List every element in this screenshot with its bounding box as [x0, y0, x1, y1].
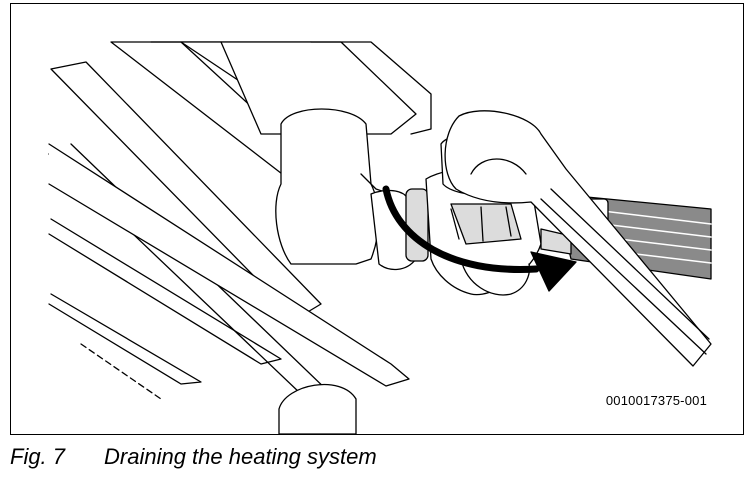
figure-caption: Fig. 7 Draining the heating system [10, 444, 744, 474]
figure-title: Draining the heating system [104, 444, 377, 469]
figure-id-code: 0010017375-001 [605, 393, 707, 408]
rotation-arrow-icon [382, 185, 577, 292]
wrench [444, 110, 712, 367]
radiator-manifold [275, 108, 392, 434]
figure-frame: 0010017375-001 [10, 3, 744, 435]
radiator-drain-illustration [48, 41, 712, 434]
figure-number: Fig. 7 [10, 444, 66, 469]
